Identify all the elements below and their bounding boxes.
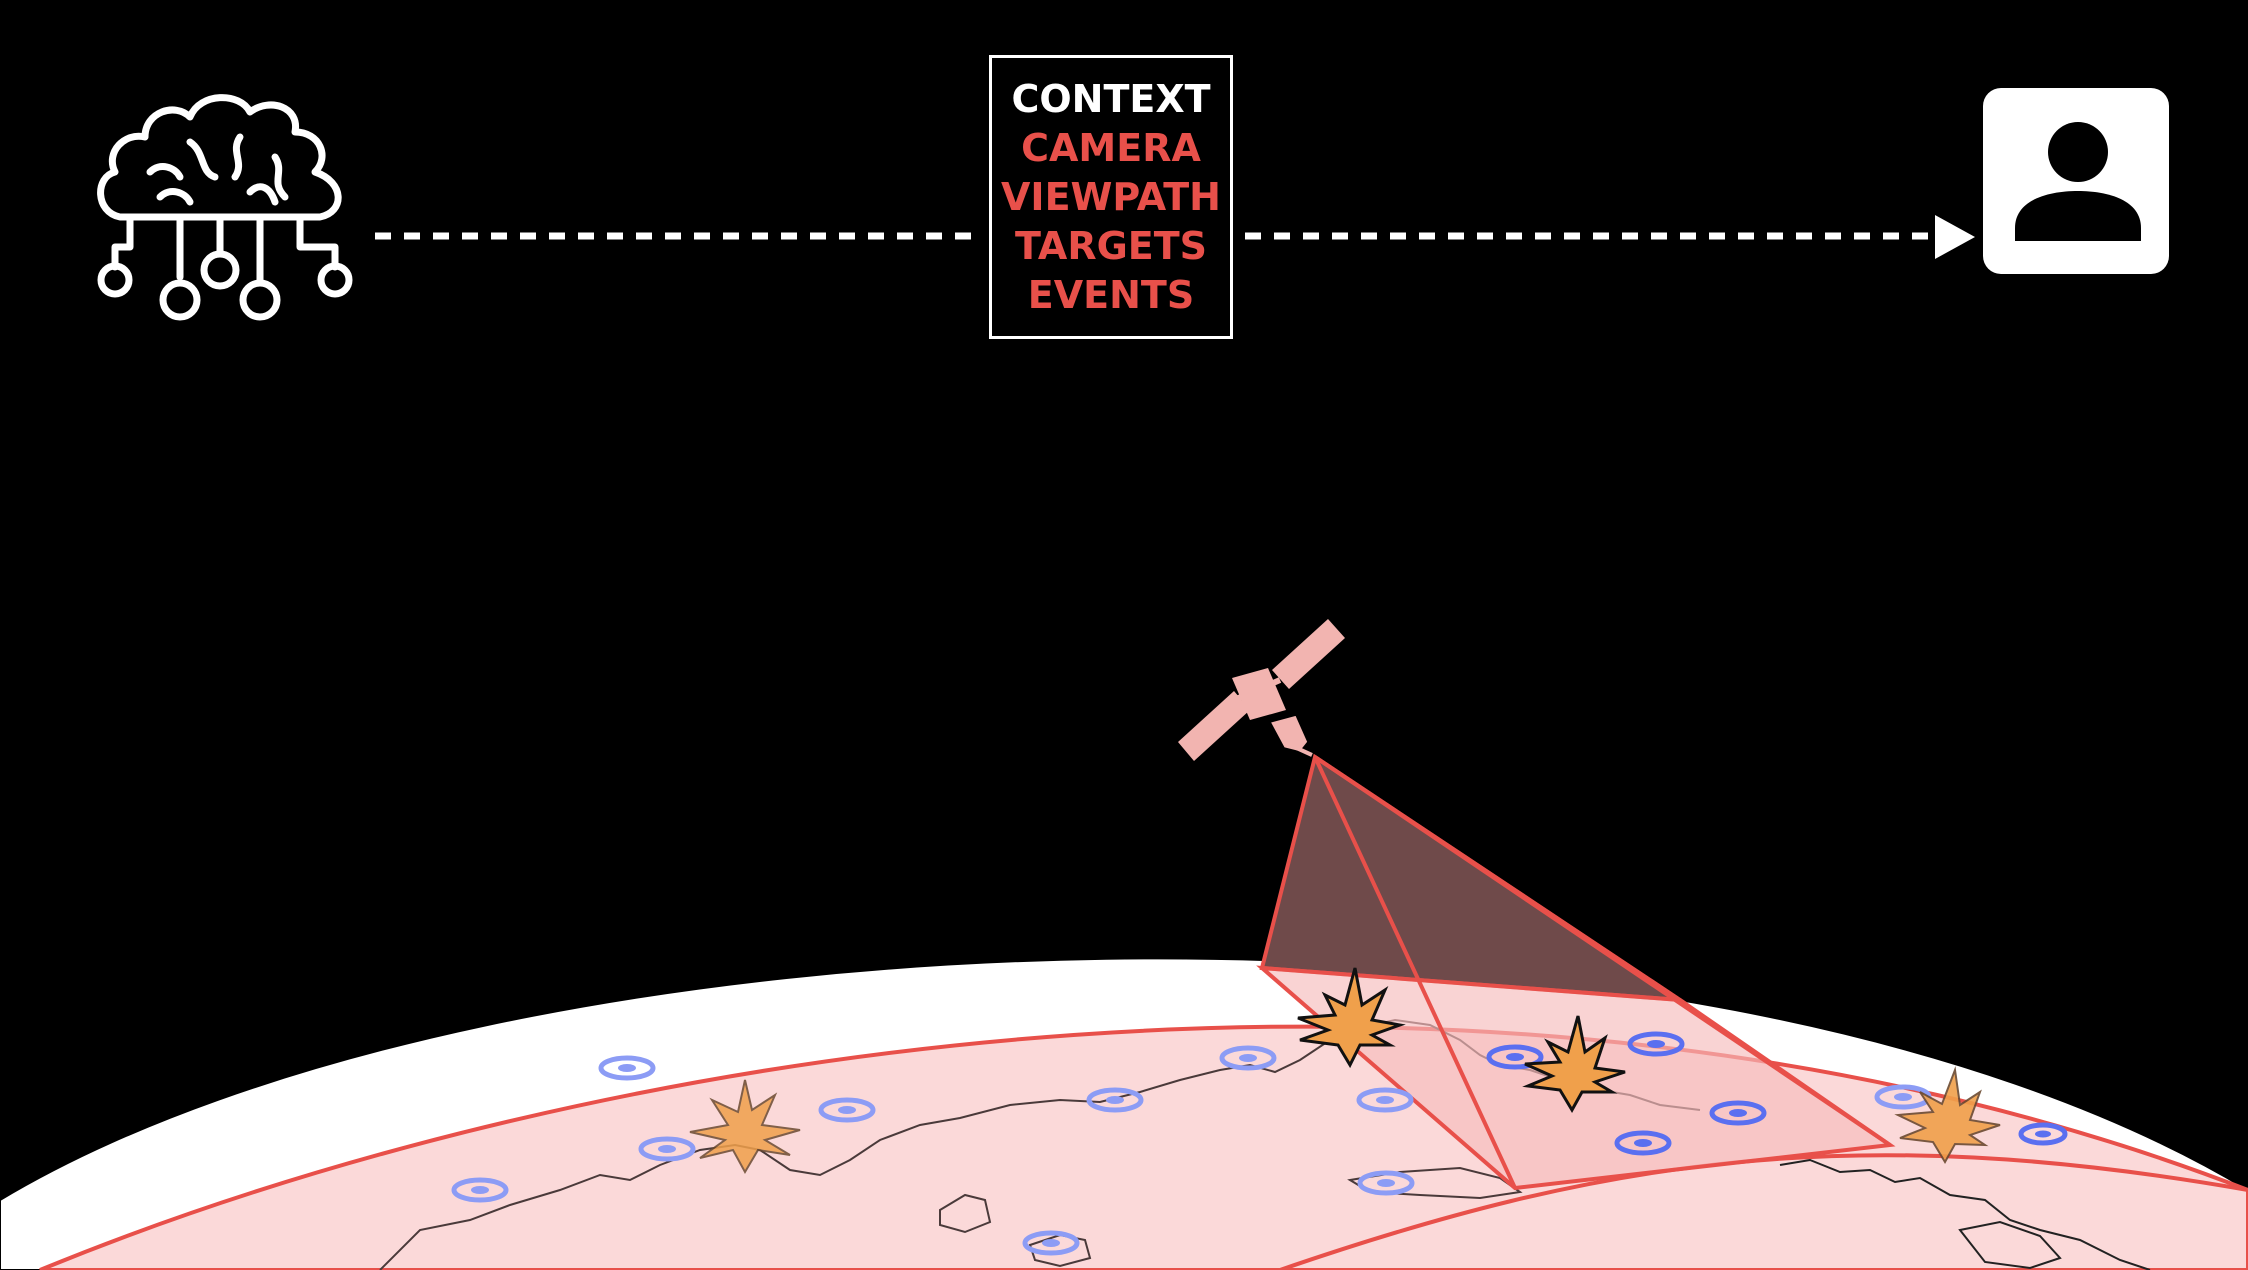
brain-fold-1: [146, 163, 184, 181]
satellite-body: [1232, 668, 1286, 720]
target-ring-icon: [598, 1055, 656, 1081]
solar-panel-lower: [1178, 691, 1250, 761]
target-ring-icon: [1356, 1087, 1414, 1113]
event-markers: [689, 967, 2001, 1175]
explosion-icon: [1894, 1066, 2001, 1164]
target-ring-icon: [1219, 1045, 1277, 1071]
user-profile-icon: [2015, 122, 2141, 241]
context-item-camera: CAMERA: [1021, 125, 1201, 170]
target-ring-icon: [818, 1097, 876, 1123]
brain-fold-5: [156, 188, 194, 206]
circuit-node: [239, 279, 281, 321]
circuit-node: [317, 262, 353, 298]
explosion-icon: [1297, 967, 1406, 1069]
explosion-icon: [1522, 1015, 1626, 1113]
target-ring-icon: [1627, 1031, 1685, 1057]
target-ring-icon: [1709, 1100, 1767, 1126]
explosion-icon: [689, 1079, 801, 1175]
arrowhead-icon: [1935, 215, 1975, 259]
circuit-node: [159, 279, 201, 321]
satellite-icon: [1178, 619, 1345, 761]
context-panel: CONTEXT CAMERA VIEWPATH TARGETS EVENTS: [989, 55, 1233, 339]
target-ring-icon: [1357, 1170, 1415, 1196]
target-markers: [451, 1031, 2068, 1256]
camera-frustum: [1259, 753, 1688, 1003]
brain-outline: [97, 94, 342, 221]
circuit-node: [97, 262, 133, 298]
target-ring-icon: [451, 1177, 509, 1203]
solar-panel-upper: [1272, 619, 1345, 689]
satellite-camera: [1268, 714, 1309, 753]
ai-brain-circuit-icon: [97, 94, 353, 321]
context-title: CONTEXT: [1011, 76, 1211, 121]
island-1: [939, 1193, 992, 1234]
context-item-events: EVENTS: [1027, 272, 1195, 317]
frustum-edge-3: [1313, 755, 1682, 1002]
context-item-targets: TARGETS: [1014, 223, 1208, 268]
coastline-southeast: [1958, 1220, 2062, 1270]
target-ring-icon: [1022, 1230, 1080, 1256]
frustum-edge-1: [1313, 756, 1517, 1189]
brain-fold-6: [246, 183, 279, 206]
brain-fold-4: [271, 153, 289, 201]
context-item-viewpath: VIEWPATH: [1001, 174, 1221, 219]
brain-fold-2: [186, 138, 219, 181]
user-profile-card: [1983, 88, 2169, 274]
target-ring-icon: [1614, 1130, 1672, 1156]
user-head: [2048, 122, 2108, 182]
coastline-east: [1779, 1158, 2151, 1270]
target-ring-icon: [2018, 1122, 2068, 1146]
target-ring-icon: [638, 1136, 696, 1162]
circuit-lead-1: [111, 213, 134, 271]
target-ring-icon: [1486, 1044, 1544, 1070]
user-shoulders: [2015, 191, 2141, 241]
satellite-lens: [1289, 743, 1313, 757]
target-ring-icon: [1086, 1087, 1144, 1113]
brain-fold-3: [231, 133, 244, 181]
circuit-lead-5: [296, 213, 339, 271]
circuit-node: [200, 250, 240, 290]
